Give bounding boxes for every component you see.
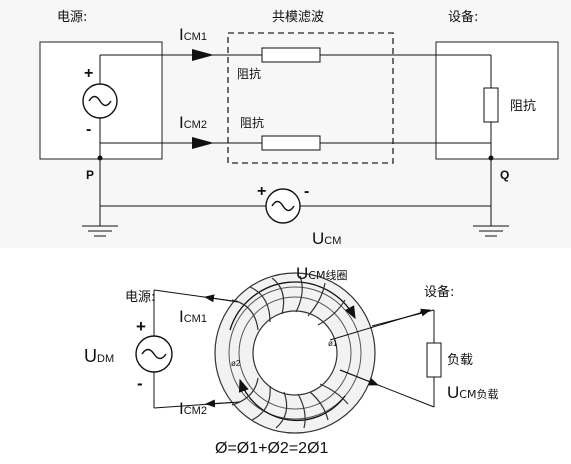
top-circuit: 电源: 共模滤波 设备: + - ICM1 ICM2 阻抗 阻抗 阻抗 P Q … — [39, 9, 559, 248]
device-label: 设备: — [448, 9, 478, 25]
impedance-upper-label: 阻抗 — [237, 66, 261, 81]
icm1-label: ICM1 — [179, 25, 207, 44]
bottom-icm2-label: ICM2 — [179, 399, 207, 418]
current-arrow-lower — [192, 137, 214, 149]
phi1-label: ø1 — [328, 339, 338, 348]
ucm-coil-label: UCM线圈 — [296, 264, 347, 283]
ucm-label: UCM — [312, 229, 341, 248]
ground-icon-right — [473, 225, 509, 237]
power-label: 电源: — [57, 10, 87, 25]
bottom-power-label: 电源: — [125, 290, 155, 305]
toroid-core — [214, 272, 376, 434]
impedance-upper — [261, 47, 321, 63]
flux-arc-inner — [238, 378, 346, 422]
cm-source-plus: + — [257, 183, 266, 200]
load-resistor — [426, 342, 442, 378]
cm-source-minus: - — [304, 183, 309, 200]
current-arrow-upper — [192, 49, 214, 61]
udm-label: UDM — [84, 346, 114, 366]
impedance-lower — [261, 135, 321, 151]
common-mode-filter-box — [227, 32, 394, 164]
load-label: 负载 — [447, 353, 473, 368]
ground-icon-left — [82, 225, 118, 237]
impedance-lower-label: 阻抗 — [240, 115, 264, 130]
node-p-label: P — [86, 168, 94, 182]
bottom-circuit: 电源: 设备: + - UDM ICM1 ICM2 UCM线圈 负载 UCM负载… — [84, 264, 498, 457]
flux-arc-outer — [229, 281, 356, 331]
phi2-label: ø2 — [231, 359, 241, 368]
ucm-load-label: UCM负载 — [447, 383, 498, 402]
bottom-icm1-label: ICM1 — [179, 307, 207, 326]
node-q-label: Q — [500, 168, 509, 182]
source-plus: + — [84, 65, 93, 82]
bottom-device-label: 设备: — [424, 284, 454, 300]
impedance-device — [483, 87, 499, 123]
dm-minus: - — [137, 374, 143, 393]
flux-equation: Ø=Ø1+Ø2=2Ø1 — [215, 440, 329, 457]
icm2-label: ICM2 — [179, 113, 207, 132]
dm-plus: + — [136, 317, 146, 336]
filter-label: 共模滤波 — [272, 10, 324, 25]
source-minus: - — [86, 121, 91, 138]
impedance-device-label: 阻抗 — [510, 99, 536, 114]
